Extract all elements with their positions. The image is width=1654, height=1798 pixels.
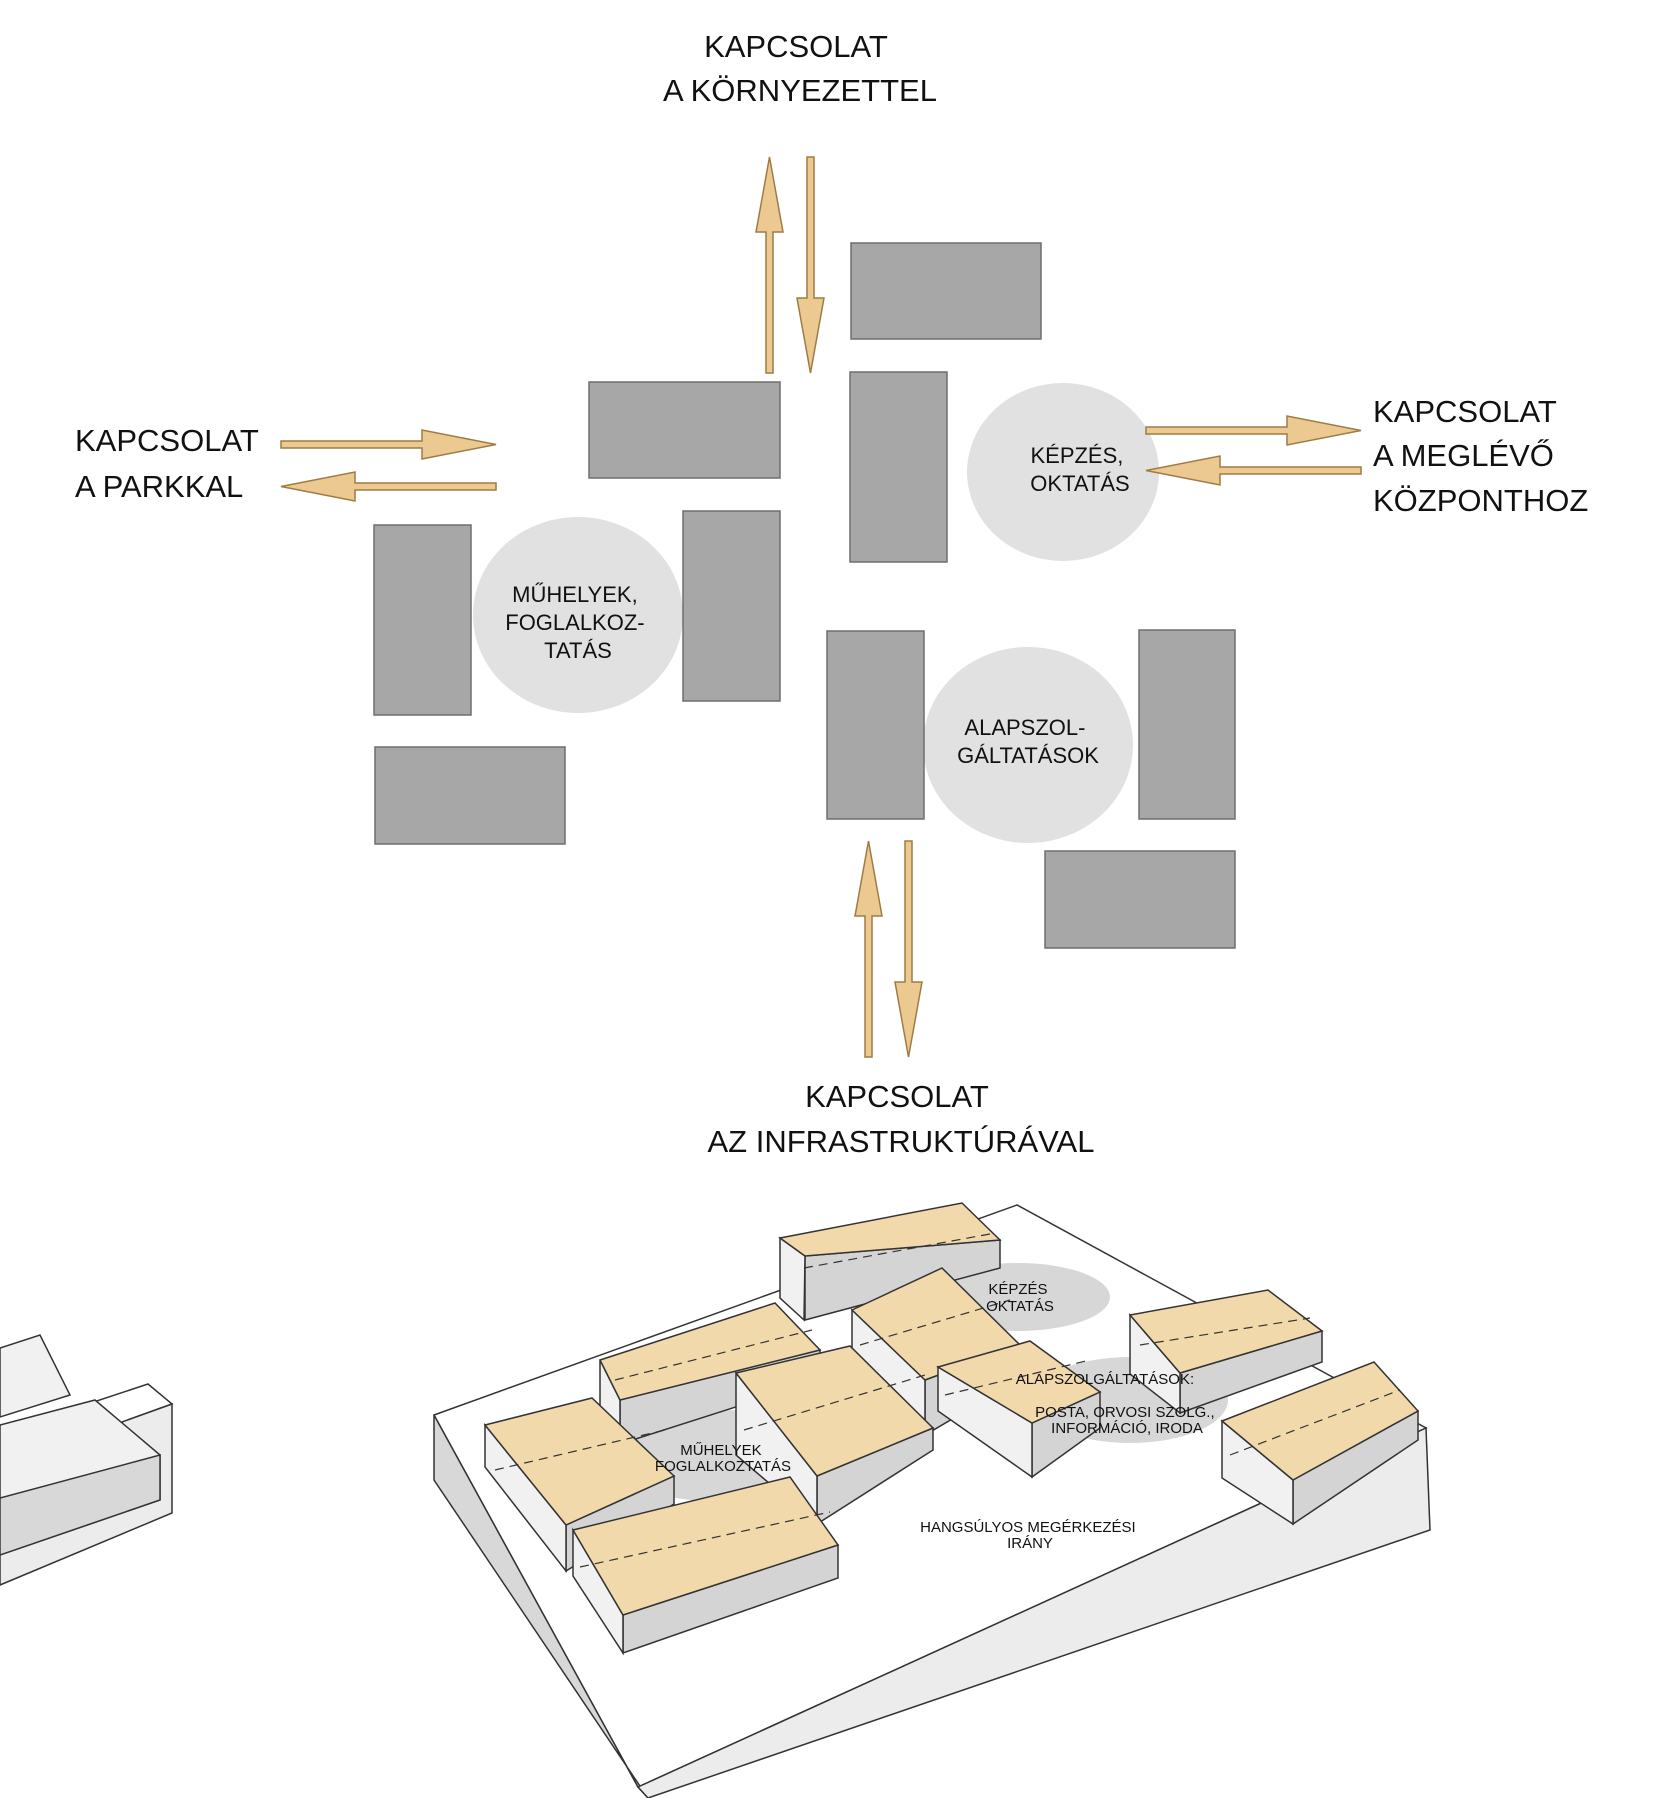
iso-building xyxy=(1128,1289,1324,1415)
plan-view: KÉPZÉS, OKTATÁS MŰHELYEK, FOGLALKOZ- TAT… xyxy=(75,29,1588,1159)
arrow-left-icon xyxy=(280,471,497,502)
zone-muhelyek-label: MŰHELYEK, FOGLALKOZ- TATÁS xyxy=(505,582,650,663)
iso-building xyxy=(778,1202,1002,1322)
arrow-left-icon xyxy=(1145,455,1362,486)
building-block xyxy=(373,524,472,716)
building-block xyxy=(850,242,1042,340)
iso-label-muhelyek: MŰHELYEK FOGLALKOZTATÁS xyxy=(655,1442,791,1475)
isometric-model: KÉPZÉS OKTATÁS ALAPSZOLGÁLTATÁSOK: POSTA… xyxy=(432,1202,1431,1798)
zone-muhelyek xyxy=(473,517,683,713)
iso-building xyxy=(1220,1361,1420,1526)
label-connection-infrastructure: KAPCSOLAT AZ INFRASTRUKTÚRÁVAL xyxy=(708,1079,1095,1159)
iso-building xyxy=(936,1340,1102,1479)
iso-building xyxy=(571,1476,840,1656)
building-block xyxy=(682,510,781,702)
label-connection-center: KAPCSOLAT A MEGLÉVŐ KÖZPONTHOZ xyxy=(1373,394,1588,518)
iso-label-arrival: HANGSÚLYOS MEGÉRKEZÉSI IRÁNY xyxy=(920,1519,1140,1552)
building-block xyxy=(1044,850,1236,949)
arrow-down-icon xyxy=(894,840,923,1058)
zone-kepzes xyxy=(967,383,1159,561)
arrow-down-icon xyxy=(796,156,825,374)
label-connection-park: KAPCSOLAT A PARKKAL xyxy=(75,423,267,504)
building-block xyxy=(1138,629,1236,820)
plinth-left-side xyxy=(433,1414,649,1798)
zone-kepzes-label: KÉPZÉS, OKTATÁS xyxy=(1030,443,1129,496)
arrow-up-icon xyxy=(755,156,784,374)
zone-alapszol-label: ALAPSZOL- GÁLTATÁSOK xyxy=(957,715,1099,768)
arrow-right-icon xyxy=(280,429,497,460)
iso-label-alapszol: ALAPSZOLGÁLTATÁSOK: POSTA, ORVOSI SZOLG.… xyxy=(1016,1371,1219,1437)
building-block xyxy=(588,381,781,479)
arrow-up-icon xyxy=(854,840,883,1058)
arrow-right-icon xyxy=(1145,415,1362,446)
building-block xyxy=(374,746,566,845)
cropped-neighbor-isometric xyxy=(0,1334,174,1586)
neighbor-building-upper xyxy=(0,1334,72,1418)
plinth-front-side xyxy=(636,1426,1431,1798)
label-connection-environment: KAPCSOLAT A KÖRNYEZETTEL xyxy=(663,29,937,108)
building-block xyxy=(849,371,948,563)
neighbor-building-side xyxy=(0,1454,161,1556)
building-block xyxy=(826,630,925,820)
zone-alapszol xyxy=(923,647,1133,843)
iso-label-kepzes: KÉPZÉS OKTATÁS xyxy=(986,1281,1054,1315)
